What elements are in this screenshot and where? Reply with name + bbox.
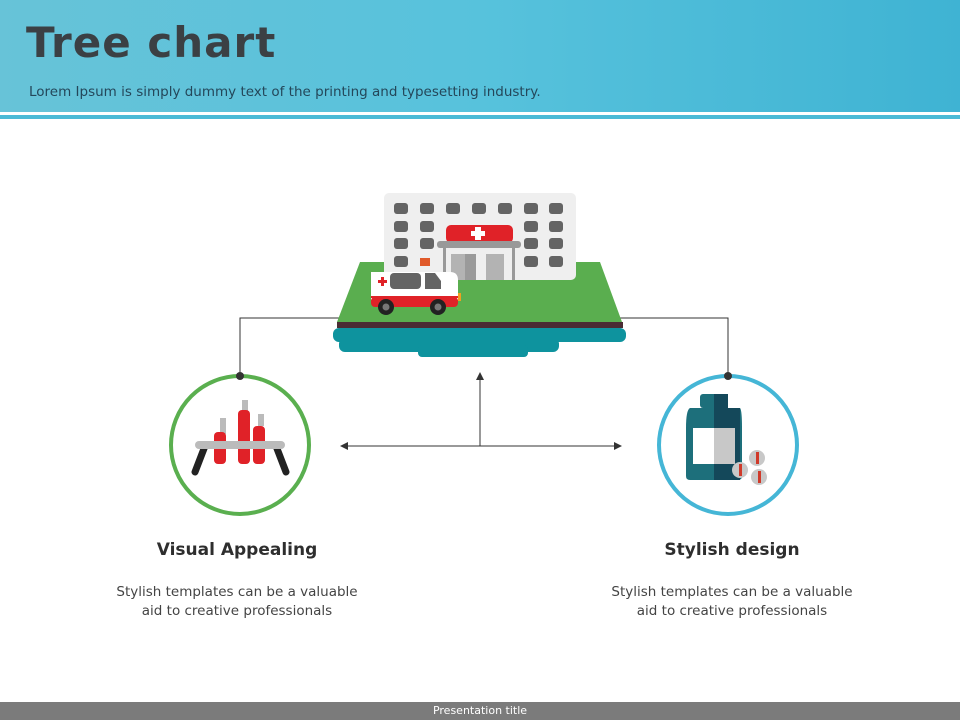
desc-line: aid to creative professionals — [141, 603, 333, 619]
desc-line: Stylish templates can be a valuable — [611, 584, 853, 600]
page-subtitle: Lorem Ipsum is simply dummy text of the … — [29, 84, 541, 100]
medicine-bottle-icon — [686, 394, 767, 485]
node-circle-visual-appealing — [169, 372, 311, 516]
node-desc-visual-appealing: Stylish templates can be a valuable aid t… — [97, 583, 377, 621]
page-title: Tree chart — [26, 18, 277, 67]
node-circle-stylish-design — [657, 372, 799, 516]
node-title-stylish-design: Stylish design — [664, 540, 800, 560]
hospital-icon — [333, 193, 626, 357]
header-divider — [0, 115, 960, 119]
test-tubes-icon — [191, 400, 290, 476]
header-band — [0, 0, 960, 112]
desc-line: aid to creative professionals — [636, 603, 828, 619]
connector-lines — [239, 317, 729, 376]
node-title-visual-appealing: Visual Appealing — [156, 540, 318, 560]
footer-presentation-title: Presentation title — [0, 702, 960, 720]
desc-line: Stylish templates can be a valuable — [116, 584, 358, 600]
node-desc-stylish-design: Stylish templates can be a valuable aid t… — [592, 583, 872, 621]
